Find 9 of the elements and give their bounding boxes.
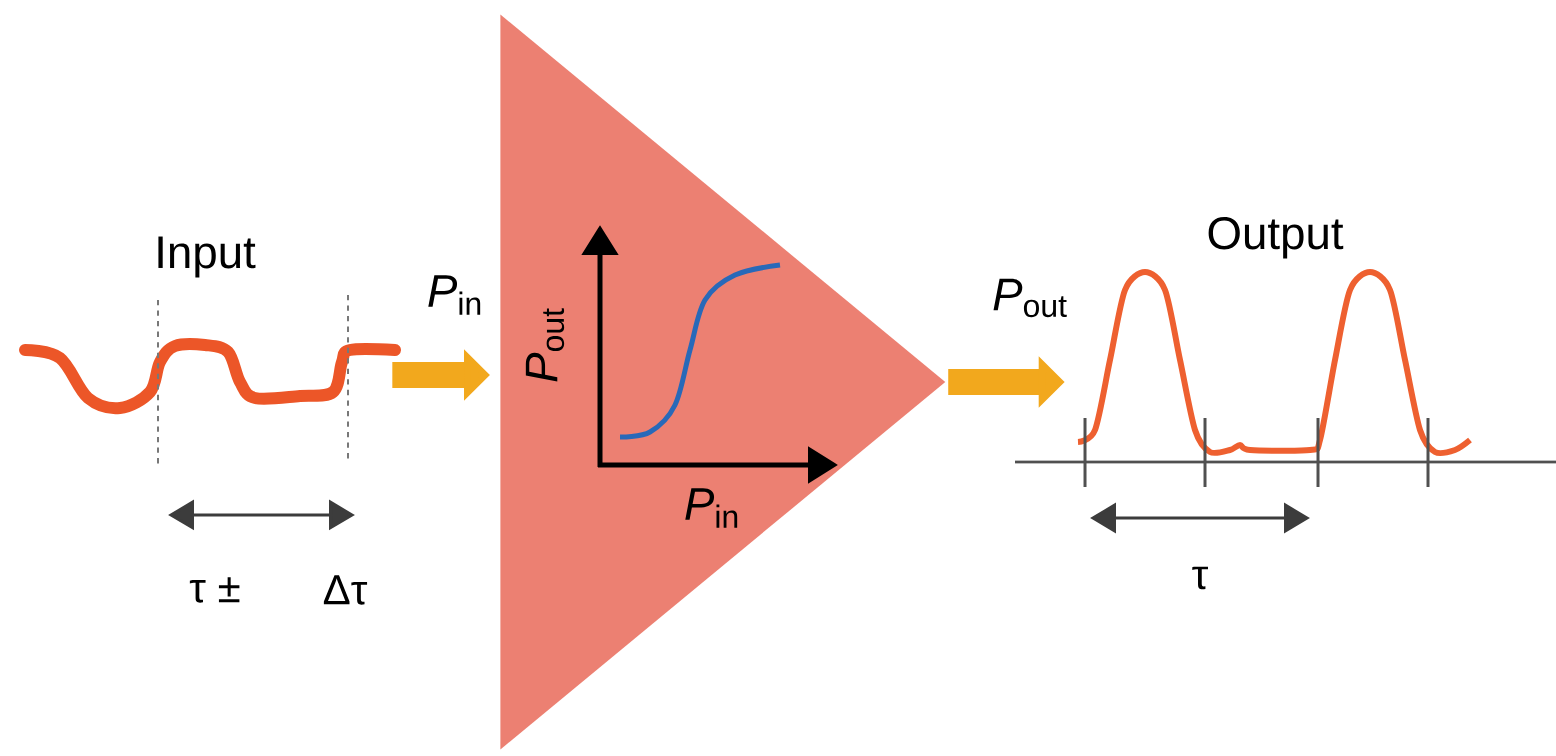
input-signal: Input <box>19 236 401 415</box>
dimension-label: τ <box>1192 566 1208 590</box>
dimension-label: Δτ <box>323 575 368 605</box>
axis-label: P$_{out}$ <box>525 308 565 382</box>
edge-label: P$_{out}$ <box>993 278 1067 318</box>
dimension-label: τ ± <box>189 577 240 603</box>
output-signal: Output <box>1077 217 1472 456</box>
edge-label: P$_{in}$ <box>428 275 481 315</box>
axis-label: P$_{in}$ <box>685 488 738 528</box>
